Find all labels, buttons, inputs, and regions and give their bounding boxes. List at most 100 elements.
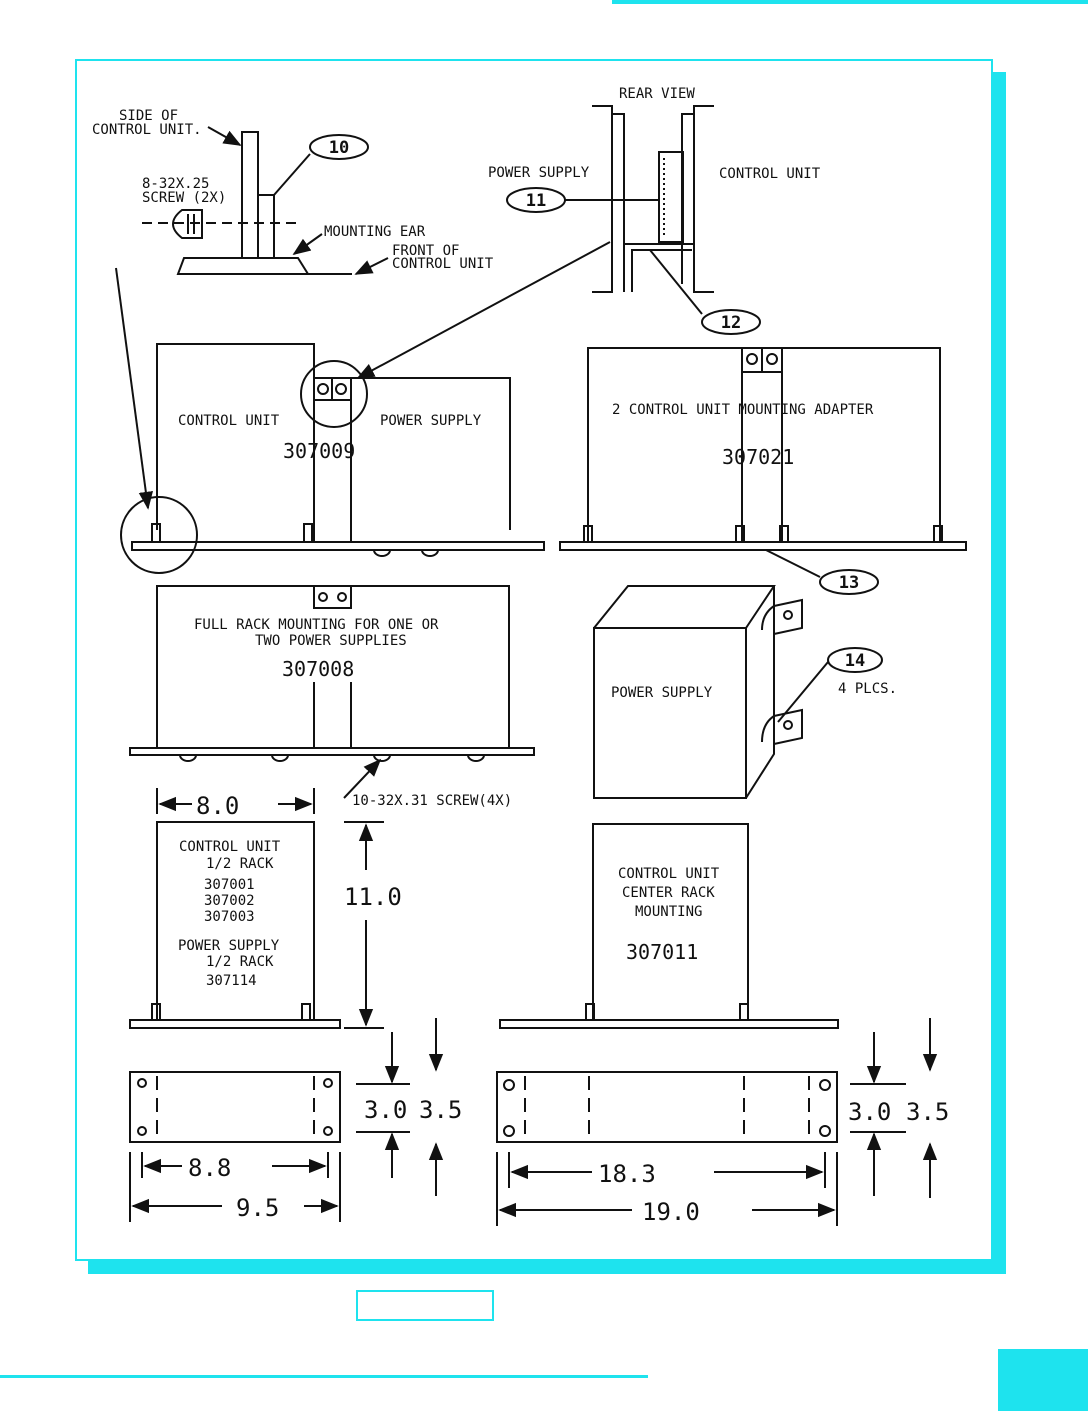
ear <box>933 525 943 542</box>
ear-leader <box>292 233 323 256</box>
front-control-unit-label: CONTROL UNIT <box>392 256 494 272</box>
side-of-label: SIDE OF <box>119 108 178 124</box>
mounting-tab <box>773 708 803 745</box>
ear <box>739 1003 749 1020</box>
front-of-label: FRONT OF <box>392 243 459 259</box>
hole <box>137 1126 147 1136</box>
side-leader <box>207 126 242 146</box>
ear <box>583 525 593 542</box>
ear-detail-pointer <box>115 267 153 510</box>
hole <box>323 1078 333 1088</box>
panel-307021-part: 307021 <box>722 445 794 469</box>
rear-power-supply-label: POWER SUPPLY <box>488 165 590 181</box>
ear-detail-circle <box>120 496 198 574</box>
ear <box>151 523 161 542</box>
panel-307009-left-label: CONTROL UNIT <box>178 413 280 429</box>
terminal-detail-circle <box>300 360 368 428</box>
rack-mounting-drawing: SIDE OF CONTROL UNIT. 8-32X.25 SCREW (2X… <box>92 86 967 1226</box>
panel-307008-terminals <box>313 585 352 609</box>
half-rack-p1: 307001 <box>204 877 255 893</box>
ear <box>735 525 745 542</box>
screw-head-bottom <box>373 549 391 557</box>
top-accent-rule <box>612 0 1088 4</box>
hole <box>323 1126 333 1136</box>
hole <box>819 1079 831 1091</box>
callout-10-bubble <box>309 134 369 160</box>
dim-width-half: 8.0 <box>196 792 239 820</box>
hole <box>137 1078 147 1088</box>
center-rack-part: 307011 <box>626 940 698 964</box>
half-rack-bar <box>129 1019 341 1029</box>
panel-307021 <box>559 347 967 578</box>
dim-height: 11.0 <box>344 883 402 911</box>
full-rack-front-plate <box>496 1018 938 1226</box>
screw-count-label: SCREW (2X) <box>142 190 226 206</box>
half-rack-unit <box>129 788 384 1029</box>
ear-flange <box>176 257 310 275</box>
tab-hole <box>783 720 793 730</box>
dim-depth-b-left: 3.5 <box>419 1096 462 1124</box>
dim-overall-half: 9.5 <box>236 1194 279 1222</box>
panel-307009-right-label: POWER SUPPLY <box>380 413 482 429</box>
half-rack-l2: 1/2 RACK <box>206 856 274 872</box>
callout-14: 14 <box>845 651 865 671</box>
callout-14-bubble <box>827 647 883 673</box>
control-unit-side <box>693 105 714 293</box>
ear <box>303 523 313 542</box>
power-supply-box <box>593 585 829 799</box>
dim-overall-full: 19.0 <box>642 1198 700 1226</box>
panel-307021-title: 2 CONTROL UNIT MOUNTING ADAPTER <box>612 402 874 418</box>
mounting-tab <box>773 598 803 635</box>
center-rack-l3: MOUNTING <box>635 904 702 920</box>
half-plate <box>129 1071 341 1143</box>
hole <box>503 1079 515 1091</box>
box-side <box>745 586 775 799</box>
callout-12-bubble <box>701 309 761 335</box>
screw-head <box>172 209 203 239</box>
callout-10-leader <box>273 153 311 196</box>
ear <box>779 525 789 542</box>
mounting-ear-detail <box>142 126 389 275</box>
panel-307021-rack-bar <box>559 541 967 551</box>
box-top <box>593 585 776 629</box>
screw-head-bottom <box>271 754 289 762</box>
screw-head-bottom <box>179 754 197 762</box>
half-rack-p2: 307002 <box>204 893 255 909</box>
full-plate <box>496 1071 838 1143</box>
panel-307009-left-body <box>156 343 315 530</box>
dim-depth-b-right: 3.5 <box>906 1098 949 1126</box>
callout-14-note: 4 PLCS. <box>838 681 897 697</box>
bottom-accent-rule <box>0 1375 648 1378</box>
figure-caption-box <box>356 1290 494 1321</box>
mounting-ear-label: MOUNTING EAR <box>324 224 426 240</box>
dim-depth-a-left: 3.0 <box>364 1096 407 1124</box>
screw-head-bottom <box>421 549 439 557</box>
panel-307008-line1: FULL RACK MOUNTING FOR ONE OR <box>194 617 439 633</box>
front-leader <box>354 257 389 275</box>
panel-307009-part: 307009 <box>283 439 355 463</box>
terminal-hole <box>318 592 328 602</box>
rear-view-label: REAR VIEW <box>619 86 695 102</box>
panel-307009-rack-bar <box>131 541 545 551</box>
ps-flange <box>612 113 625 284</box>
control-unit-side-wall <box>241 131 259 259</box>
callout-13: 13 <box>839 573 859 593</box>
panel-307009-right-body <box>351 377 511 530</box>
half-rack-l3: POWER SUPPLY <box>178 938 280 954</box>
ear <box>151 1003 161 1020</box>
half-rack-l1: CONTROL UNIT <box>179 839 281 855</box>
box-label: POWER SUPPLY <box>611 685 713 701</box>
box-front <box>593 627 747 799</box>
callout-11-bubble <box>506 187 566 213</box>
mounting-ear <box>257 194 275 259</box>
figure-frame: SIDE OF CONTROL UNIT. 8-32X.25 SCREW (2X… <box>75 59 993 1261</box>
panel-307009 <box>115 267 545 574</box>
center-rack-bar <box>499 1019 839 1029</box>
rear-control-unit-label: CONTROL UNIT <box>719 166 821 182</box>
screw-note-leader <box>343 758 382 799</box>
terminal-strip <box>658 151 684 243</box>
screw-note: 10-32X.31 SCREW(4X) <box>352 793 512 809</box>
adapter-bracket-inner <box>631 249 692 292</box>
center-rack-body <box>592 823 749 1021</box>
dim-depth-a-right: 3.0 <box>848 1098 891 1126</box>
